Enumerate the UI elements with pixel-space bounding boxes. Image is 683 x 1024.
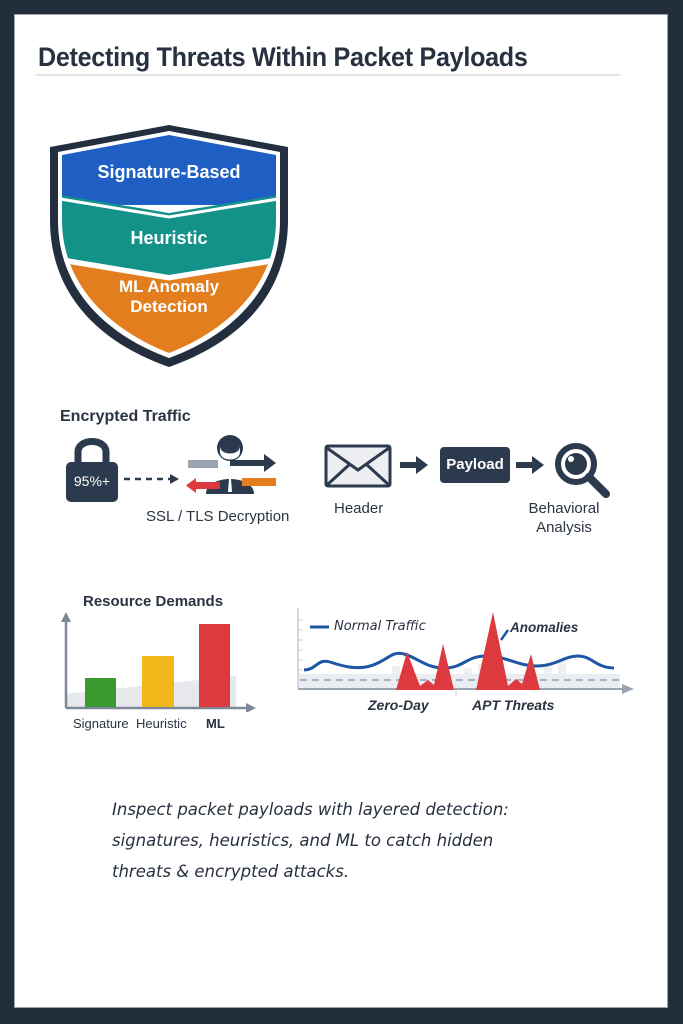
payload-box: Payload [440, 447, 510, 483]
resource-chart-title: Resource Demands [83, 593, 224, 610]
arrow-right-icon [400, 456, 430, 479]
encrypted-traffic-heading: Encrypted Traffic [60, 408, 191, 425]
padlock-icon: 95%+ [64, 432, 120, 504]
bar-label-signature: Signature [73, 716, 129, 731]
title-divider [36, 74, 620, 76]
shield-icon [50, 125, 288, 367]
bar-label-heuristic: Heuristic [136, 716, 187, 731]
summary-caption: Inspect packet payloads with layered det… [112, 794, 532, 887]
layer-ml-label-line2: Detection [130, 297, 208, 316]
resource-bar-chart [60, 612, 256, 713]
layer-signature-label: Signature-Based [97, 162, 241, 182]
behavioral-label-line2: Analysis [536, 519, 592, 536]
arrow-right-icon [516, 456, 546, 479]
encrypted-percent: 95%+ [73, 473, 111, 489]
apt-threats-label: APT Threats [472, 697, 555, 713]
detection-layers-shield: Signature-Based Heuristic ML Anomaly Det… [48, 125, 290, 370]
anomalies-label: Anomalies [510, 620, 579, 635]
caption-line-1: Inspect packet payloads with layered det… [112, 800, 509, 819]
envelope-icon [324, 444, 392, 488]
layer-ml-label-line1: ML Anomaly [118, 277, 220, 296]
header-label: Header [334, 500, 384, 517]
caption-line-3: threats & encrypted attacks. [112, 862, 350, 881]
legend-normal-traffic: Normal Traffic [334, 619, 426, 634]
page-title: Detecting Threats Within Packet Payloads [38, 42, 528, 72]
caption-line-2: signatures, heuristics, and ML to catch … [112, 831, 494, 850]
decryption-label: SSL / TLS Decryption [146, 508, 290, 525]
traffic-anomaly-chart [296, 606, 640, 703]
behavioral-label-line1: Behavioral [528, 500, 600, 517]
layer-heuristic-label: Heuristic [130, 228, 208, 248]
zero-day-label: Zero-Day [368, 697, 429, 713]
person-arrows-icon [184, 432, 280, 496]
bar-label-ml: ML [206, 716, 225, 731]
dashed-arrow-icon [124, 472, 180, 490]
magnifier-icon [552, 440, 612, 500]
